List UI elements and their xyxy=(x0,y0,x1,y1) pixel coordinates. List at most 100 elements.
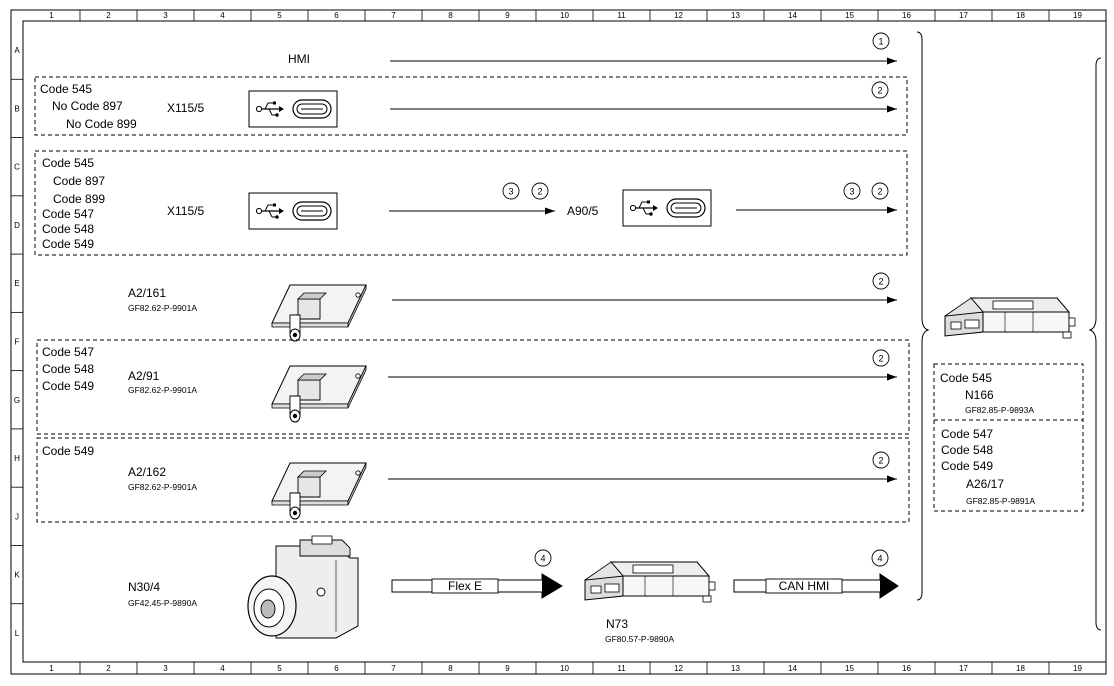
usb-single-code-box xyxy=(34,76,908,136)
marker-number: 2 xyxy=(537,187,542,197)
code-text: Code 547 xyxy=(42,345,94,359)
grid-row-letter: K xyxy=(14,571,20,580)
grid-column-number: 3 xyxy=(163,664,168,673)
grid-row-letter: G xyxy=(14,396,20,405)
marker-number: 4 xyxy=(877,554,882,564)
grid-row-letter: E xyxy=(14,279,19,288)
component-label: N166 xyxy=(965,388,994,402)
component-label: A2/162 xyxy=(128,465,166,479)
usb-hub-code-box xyxy=(34,150,908,256)
grid-column-number: 13 xyxy=(731,11,740,20)
grid-column-number: 1 xyxy=(49,664,54,673)
marker-circle xyxy=(871,81,889,99)
document-reference: GF42.45-P-9890A xyxy=(128,598,197,608)
component-label: N30/4 xyxy=(128,580,160,594)
inner-frame xyxy=(22,20,1107,663)
marker-number: 3 xyxy=(508,187,513,197)
gateway-control-unit-icon xyxy=(584,561,716,603)
code-text: Code 549 xyxy=(42,379,94,393)
grid-row-letter: C xyxy=(14,163,20,172)
grid-row-letter: L xyxy=(15,629,20,638)
grid-row-letter: F xyxy=(15,338,20,347)
marker-circle xyxy=(534,549,552,567)
code-text: Code 548 xyxy=(42,362,94,376)
marker-number: 2 xyxy=(877,187,882,197)
code-text: Code 549 xyxy=(941,459,993,473)
connector-label: X115/5 xyxy=(167,101,204,115)
grid-column-number: 2 xyxy=(106,664,111,673)
grid-row-letter: B xyxy=(14,104,19,113)
usb-connector-icon xyxy=(248,192,338,230)
grid-column-number: 9 xyxy=(505,664,510,673)
grid-column-number: 16 xyxy=(902,11,911,20)
grid-row-letter: A xyxy=(14,46,20,55)
grid-column-number: 11 xyxy=(617,11,626,20)
marker-number: 1 xyxy=(878,37,883,47)
hmi-label: HMI xyxy=(288,52,310,66)
component-label: A26/17 xyxy=(966,477,1004,491)
hub-label: A90/5 xyxy=(567,204,599,218)
code-text: Code 545 xyxy=(42,156,94,170)
grid-column-number: 15 xyxy=(845,11,854,20)
grid-column-number: 7 xyxy=(391,664,396,673)
target-code-box xyxy=(933,363,1084,512)
bus-label: Flex E xyxy=(448,579,482,593)
marker-circle xyxy=(531,182,549,200)
grid-row-letter: J xyxy=(15,512,19,521)
antenna2-code-box xyxy=(36,339,910,435)
marker-circle xyxy=(843,182,861,200)
grid-column-number: 6 xyxy=(334,664,339,673)
marker-circle xyxy=(872,272,890,290)
code-text: Code 547 xyxy=(941,427,993,441)
document-reference: GF82.62-P-9901A xyxy=(128,303,197,313)
grid-column-number: 19 xyxy=(1073,11,1082,20)
grid-column-number: 17 xyxy=(959,11,968,20)
grid-row-letter: D xyxy=(14,221,20,230)
grid-column-number: 18 xyxy=(1016,664,1025,673)
grid-row-letters: A B C D E F G H J K L xyxy=(11,46,23,638)
grid-column-number: 11 xyxy=(617,664,626,673)
code-text: No Code 899 xyxy=(66,117,137,131)
antenna-module-icon xyxy=(271,284,367,342)
usb-hub-icon xyxy=(622,189,712,227)
marker-circle xyxy=(871,549,889,567)
marker-circle xyxy=(872,451,890,469)
bus-label: CAN HMI xyxy=(779,579,830,593)
grid-column-number: 2 xyxy=(106,11,111,20)
grid-column-number: 12 xyxy=(674,11,683,20)
code-text: Code 547 xyxy=(42,207,94,221)
grid-column-number: 12 xyxy=(674,664,683,673)
grid-column-number: 8 xyxy=(448,664,453,673)
component-label: A2/161 xyxy=(128,286,166,300)
marker-circle xyxy=(871,182,889,200)
grid-column-number: 18 xyxy=(1016,11,1025,20)
marker-number: 2 xyxy=(878,456,883,466)
marker-number: 2 xyxy=(877,86,882,96)
marker-number: 4 xyxy=(540,554,545,564)
grid-column-number: 13 xyxy=(731,664,740,673)
grid-column-number: 5 xyxy=(277,664,282,673)
marker-number: 3 xyxy=(849,187,854,197)
target-control-unit-icon xyxy=(944,297,1076,339)
marker-circle xyxy=(502,182,520,200)
grid-column-number: 10 xyxy=(560,664,569,673)
code-text: Code 545 xyxy=(40,82,92,96)
grid-row-letter: H xyxy=(14,454,20,463)
component-label: N73 xyxy=(606,617,628,631)
document-reference: GF82.62-P-9901A xyxy=(128,482,197,492)
antenna-module-icon xyxy=(271,365,367,423)
grid-column-number: 4 xyxy=(220,11,225,20)
grid-column-number: 5 xyxy=(277,11,282,20)
grid-column-number: 4 xyxy=(220,664,225,673)
grid-column-number: 3 xyxy=(163,11,168,20)
document-reference: GF82.85-P-9891A xyxy=(966,496,1035,506)
grid-column-number: 10 xyxy=(560,11,569,20)
code-text: Code 545 xyxy=(940,371,992,385)
antenna-module-icon xyxy=(271,462,367,520)
code-text: No Code 897 xyxy=(52,99,123,113)
bus-label-box xyxy=(765,578,843,594)
code-text: Code 548 xyxy=(941,443,993,457)
